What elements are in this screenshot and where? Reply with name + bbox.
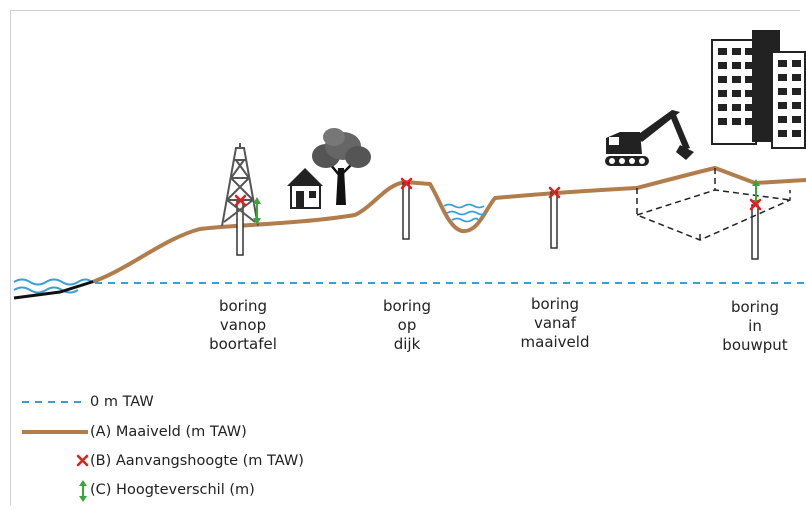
- label-line: vanaf: [533, 314, 577, 332]
- label-line: boring: [730, 298, 780, 316]
- ground-surface: [93, 165, 806, 283]
- label-line: bouwput: [722, 336, 788, 354]
- label-line: boring: [382, 297, 432, 315]
- label-line: vanop: [219, 316, 267, 334]
- ditch-water-icon: [443, 203, 486, 223]
- legend-item-maaiveld: (A) Maaiveld (m TAW): [22, 422, 247, 442]
- dashed-line-icon: [22, 392, 90, 412]
- double-arrow-icon: [22, 480, 90, 502]
- label-boring-dijk: boring op dijk: [357, 297, 457, 354]
- diagram-frame: [10, 10, 800, 505]
- buildings-icon: [711, 30, 806, 149]
- label-boring-bouwput: boring in bouwput: [705, 298, 805, 355]
- tree-icon: [312, 128, 371, 205]
- legend-item-aanvangshoogte: (B) Aanvangshoogte (m TAW): [22, 451, 304, 471]
- sea-waves-icon: [13, 278, 93, 294]
- seabed-line: [13, 279, 96, 300]
- legend-label: (B) Aanvangshoogte (m TAW): [90, 453, 304, 469]
- legend-label: (C) Hoogteverschil (m): [90, 482, 255, 498]
- label-line: boring: [218, 297, 268, 315]
- label-line: boring: [530, 295, 580, 313]
- start-height-crosses: [234, 177, 762, 211]
- label-line: maaiveld: [520, 333, 590, 351]
- solid-line-icon: [22, 422, 90, 442]
- label-line: in: [748, 317, 762, 335]
- label-line: op: [397, 316, 417, 334]
- legend-label: 0 m TAW: [90, 394, 154, 410]
- label-line: boortafel: [209, 335, 277, 353]
- cross-icon: [22, 451, 90, 471]
- label-boring-boortafel: boring vanop boortafel: [193, 297, 293, 354]
- pipe-bouwput: [751, 204, 759, 260]
- legend-item-zero-taw: 0 m TAW: [22, 392, 154, 412]
- legend-label: (A) Maaiveld (m TAW): [90, 424, 247, 440]
- pipe-dijk: [402, 182, 410, 240]
- label-boring-maaiveld: boring vanaf maaiveld: [505, 295, 605, 352]
- construction-pit: [636, 168, 791, 241]
- excavator-icon: [605, 110, 694, 166]
- label-line: dijk: [393, 335, 421, 353]
- pipe-maaiveld: [550, 191, 558, 249]
- legend-item-hoogteverschil: (C) Hoogteverschil (m): [22, 480, 255, 502]
- house-icon: [287, 168, 323, 209]
